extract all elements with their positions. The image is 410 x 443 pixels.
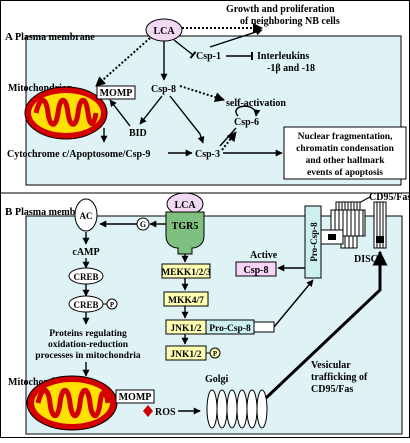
arrow-procsp8-disc xyxy=(273,279,314,328)
ros-label: ROS xyxy=(155,407,176,418)
g-label: G xyxy=(140,220,146,229)
lca-label-b: LCA xyxy=(174,200,196,211)
csp6-label: Csp-6 xyxy=(234,117,259,128)
jnk-label: JNK1/2 xyxy=(170,324,201,334)
lca-label-a: LCA xyxy=(153,26,175,37)
mitochondrion-b xyxy=(26,375,118,431)
pro-csp8-label: Pro-Csp-8 xyxy=(209,324,251,334)
mitochondrion-label-b: Mitochondrion xyxy=(8,377,73,388)
proteins-line3: processes in mitochondria xyxy=(35,351,141,361)
mekk-box xyxy=(161,263,211,279)
cytochrome-label: Cytochrome c/Apoptosome/Csp-9 xyxy=(7,149,150,160)
panel-b-membrane-label: Plasma membrane xyxy=(15,207,95,218)
vesicular-line1: Vesicular xyxy=(311,360,351,371)
growth-text-line1: Growth and proliferation xyxy=(226,4,335,15)
csp8-label-a: Csp-8 xyxy=(151,84,176,95)
cd95-label: CD95/Fas xyxy=(369,192,410,203)
ros-diamond xyxy=(143,405,153,417)
ac-label: AC xyxy=(80,211,93,221)
disc-adaptor-dark xyxy=(328,234,336,240)
arrow-bid-momp xyxy=(109,99,131,127)
momp-box-a xyxy=(96,85,136,100)
creb-label: CREB xyxy=(73,272,98,282)
active-csp8-label: Csp-8 xyxy=(243,265,268,276)
csp3-label: Csp-3 xyxy=(195,149,220,160)
arrow-csp1-growth xyxy=(209,28,263,48)
mekk-label: MEKK1/2/3 xyxy=(161,268,211,278)
growth-text-line2: of neighboring NB cells xyxy=(240,16,340,27)
panel-a-letter: A xyxy=(5,31,13,43)
outcome-line2: chromatin condensation xyxy=(296,144,394,154)
tgr5-label: TGR5 xyxy=(172,221,199,232)
outcome-line3: and other hallmark xyxy=(305,156,385,166)
proteins-line1: Proteins regulating xyxy=(49,329,127,339)
panel-a-membrane-label: Plasma membrane xyxy=(15,32,95,43)
apoptosis-outcome-box xyxy=(283,126,407,180)
arrow-lca-momp xyxy=(95,37,151,87)
arrow-csp8-bid xyxy=(139,95,163,125)
panel-a: A Plasma membrane Growth and proliferati… xyxy=(5,4,407,186)
panel-b: B Plasma membrane CD95/Fas xyxy=(5,192,410,435)
single-cd95-receptor xyxy=(373,201,387,249)
disc-label: DISC xyxy=(354,254,378,265)
arrow-csp8-csp3 xyxy=(169,95,205,144)
momp-label-b: MOMP xyxy=(119,392,152,403)
jnk-p-label: JNK1/2 xyxy=(170,350,201,360)
creb-phospho xyxy=(106,298,118,310)
interleukins-line2: -1β and -18 xyxy=(267,63,315,74)
csp1-label: Csp-1 xyxy=(196,51,221,62)
active-label: Active xyxy=(250,250,278,261)
active-csp8-box xyxy=(235,261,277,277)
panel-b-letter: B xyxy=(5,206,13,218)
golgi-stack xyxy=(206,389,268,429)
momp-box-b xyxy=(115,389,155,404)
momp-label-a: MOMP xyxy=(100,88,133,99)
bid-label: BID xyxy=(129,128,147,139)
mkk-box xyxy=(163,291,209,307)
interleukins-line1: Interleukins xyxy=(257,51,309,62)
camp-label: cAMP xyxy=(72,247,99,258)
mitochondrion-a xyxy=(24,86,108,140)
inhibit-lca-csp1 xyxy=(173,39,197,59)
outcome-line4: events of apoptosis xyxy=(307,168,383,178)
pro-csp8-tail xyxy=(253,321,275,333)
tgr5-receptor xyxy=(165,211,205,255)
jnk-phospho xyxy=(209,347,221,359)
mkk-label: MKK4/7 xyxy=(168,296,204,306)
creb-p-label: CREB xyxy=(73,300,98,310)
golgi-label: Golgi xyxy=(205,374,229,385)
mitochondrion-label-a: Mitochondrion xyxy=(8,83,73,94)
adenylyl-cyclase xyxy=(74,198,98,232)
pro-csp8-vertical-label: Pro-Csp-8 xyxy=(309,222,319,262)
arrow-golgi-cd95 xyxy=(264,250,388,400)
self-activation-loop xyxy=(235,105,261,117)
proteins-line2: oxidation-reduction xyxy=(48,340,129,350)
outcome-line1: Nuclear fragmentation, xyxy=(298,132,393,142)
vesicular-line2: trafficking of xyxy=(311,372,368,383)
creb-phospho-label: P xyxy=(110,301,115,309)
disc-receptor-cluster xyxy=(330,201,366,249)
self-activation-label: self-activation xyxy=(226,98,286,109)
vesicular-line3: CD95/Fas xyxy=(311,384,353,395)
jnk-phospho-label: P xyxy=(213,350,218,358)
